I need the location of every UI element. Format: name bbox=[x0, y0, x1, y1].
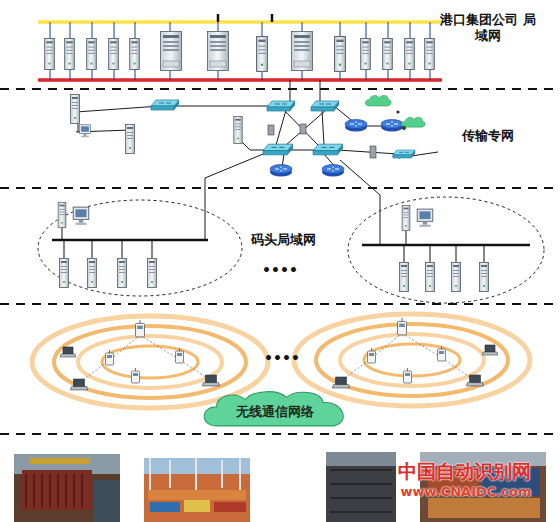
layer-label: 港口集团公司 局域网 bbox=[440, 12, 536, 45]
group-lan-servers bbox=[38, 14, 442, 80]
dock-lan bbox=[38, 197, 544, 303]
cloud-text-box: 无线通信网络 bbox=[198, 390, 352, 428]
transport-network bbox=[71, 80, 439, 245]
layer-label: •••• bbox=[242, 350, 322, 368]
layer-label: •••• bbox=[240, 262, 320, 280]
wireless-devices bbox=[60, 318, 498, 390]
node-text: 无线通信网络 bbox=[236, 397, 314, 421]
layer-label: 传输专网 bbox=[440, 128, 536, 144]
layer-label: 码头局域网 bbox=[228, 232, 338, 248]
watermark-text: 中国自动识别网 bbox=[372, 460, 556, 484]
cloud-node: 无线通信网络 bbox=[198, 390, 352, 428]
watermark-text: www.CNAIDC.com bbox=[386, 484, 546, 500]
band-divider bbox=[0, 89, 560, 434]
